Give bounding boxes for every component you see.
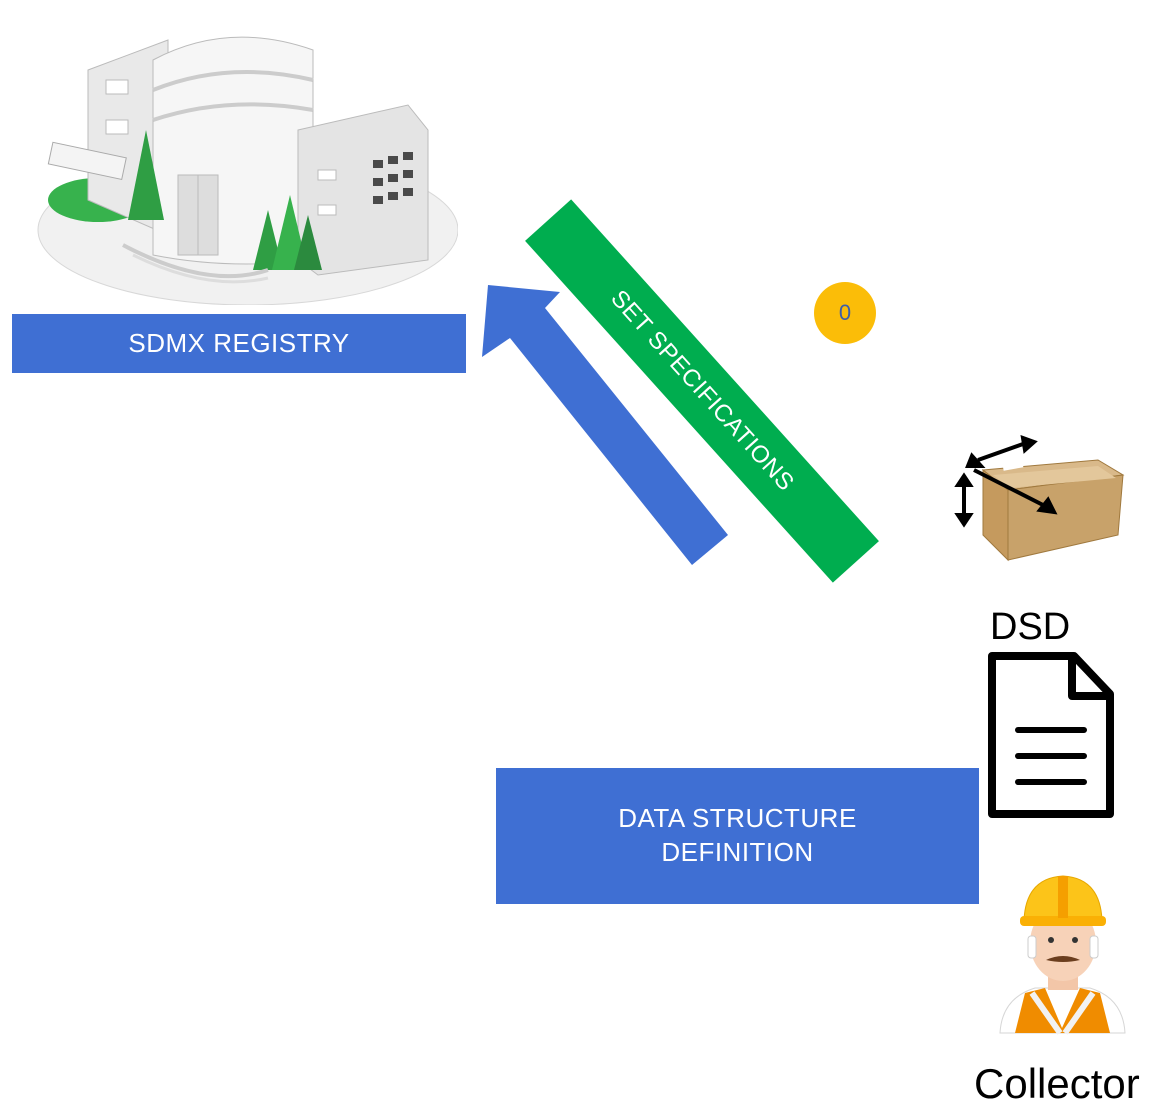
- dsd-box-line2: DEFINITION: [661, 837, 814, 867]
- sdmx-registry-text: SDMX REGISTRY: [128, 328, 350, 358]
- document-icon: [988, 652, 1114, 818]
- step-number-badge: 0: [814, 282, 876, 344]
- dsd-label: DSD: [990, 606, 1071, 648]
- dsd-box-line1: DATA STRUCTURE: [618, 803, 857, 834]
- sdmx-registry-label: SDMX REGISTRY: [12, 314, 466, 373]
- step-number-text: 0: [838, 300, 852, 325]
- flow-arrow: [482, 285, 728, 565]
- worker-icon: [999, 875, 1126, 1035]
- building-icon: [37, 36, 458, 305]
- collector-label: Collector: [974, 1060, 1140, 1107]
- cardboard-box-icon: [954, 434, 1125, 562]
- data-structure-definition-box: DATA STRUCTURE DEFINITION: [496, 768, 979, 904]
